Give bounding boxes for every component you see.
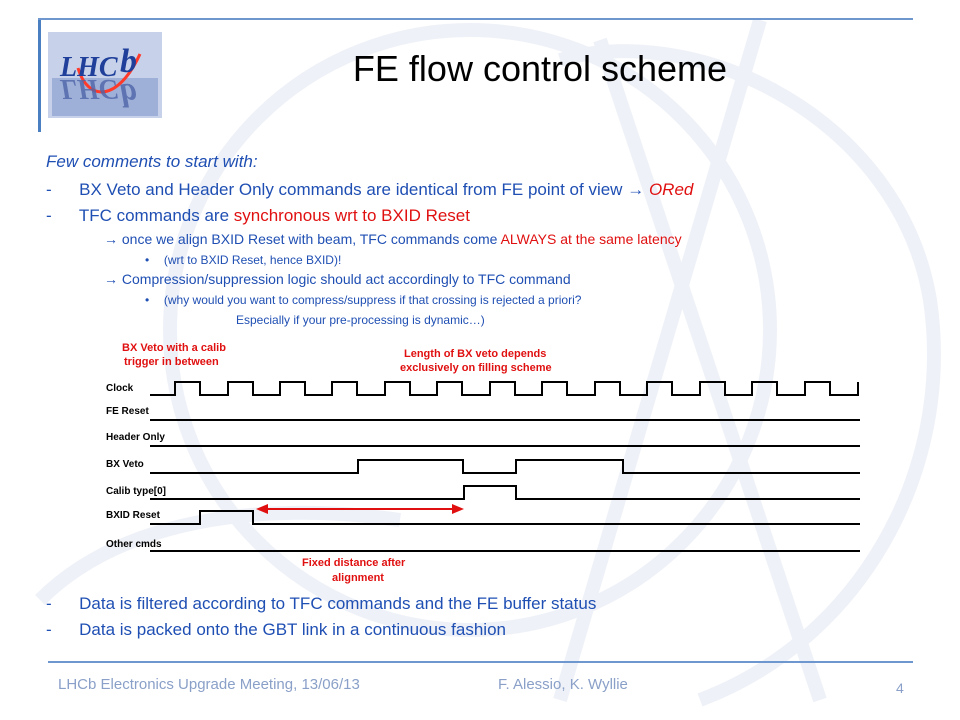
lhcb-logo: LHC b LHC b — [48, 32, 162, 118]
bx-veto-waveform — [150, 459, 860, 474]
signal-label-clock: Clock — [106, 383, 134, 394]
svg-text:LHC: LHC — [59, 52, 118, 83]
sub-bullet-2-note: • (why would you want to compress/suppre… — [145, 293, 581, 307]
svg-text:LHC: LHC — [59, 73, 118, 104]
sub-bullet-2-text: Compression/suppression logic should act… — [121, 271, 571, 287]
annotation-bxveto-calib-1: BX Veto with a calib — [122, 342, 226, 354]
annotation-length-1: Length of BX veto depends — [404, 348, 546, 360]
sub-bullet-1-note-text: (wrt to BXID Reset, hence BXID)! — [163, 253, 342, 267]
intro-text: Few comments to start with: — [46, 152, 258, 171]
bullet-1-text: BX Veto and Header Only commands are ide… — [79, 180, 623, 199]
bullet-3: - Data is filtered according to TFC comm… — [46, 594, 596, 614]
sub-bullet-1-text: once we align BXID Reset with beam, TFC … — [121, 231, 501, 247]
bullet-dash: - — [46, 620, 52, 639]
page-number: 4 — [896, 680, 904, 696]
sub-bullet-1-note: • (wrt to BXID Reset, hence BXID)! — [145, 253, 341, 267]
bullet-3-text: Data is filtered according to TFC comman… — [79, 594, 597, 613]
signal-label-calib-type: Calib type[0] — [106, 486, 166, 497]
bullet-2: - TFC commands are synchronous wrt to BX… — [46, 206, 470, 226]
svg-text:b: b — [120, 76, 137, 113]
annotation-length-2: exclusively on filling scheme — [400, 362, 552, 374]
signal-label-header-only: Header Only — [106, 432, 165, 443]
left-accent-bar — [38, 20, 41, 132]
calib-type-waveform — [150, 485, 860, 500]
sub-bullet-2-note-text: (why would you want to compress/suppress… — [163, 293, 582, 307]
signal-label-bx-veto: BX Veto — [106, 459, 144, 470]
bullet-1: - BX Veto and Header Only commands are i… — [46, 180, 693, 200]
arrow-icon: → — [104, 231, 118, 247]
bullet-dash: - — [46, 594, 52, 613]
arrow-icon: → — [627, 180, 645, 199]
bottom-rule — [48, 661, 913, 663]
bullet-dash: - — [46, 180, 52, 199]
bullet-2-highlight: synchronous wrt to BXID Reset — [233, 206, 470, 225]
annotation-fixed-distance-1: Fixed distance after — [302, 557, 406, 569]
clock-waveform — [150, 381, 859, 396]
timing-diagram: BX Veto with a calib trigger in between … — [106, 342, 860, 584]
sub-bullet-2-note-line2: Especially if your pre-processing is dyn… — [236, 313, 485, 327]
signal-label-bxid-reset: BXID Reset — [106, 510, 161, 521]
bxid-reset-waveform — [150, 510, 860, 525]
signal-label-fe-reset: FE Reset — [106, 406, 149, 417]
footer-authors: F. Alessio, K. Wyllie — [498, 676, 628, 693]
signal-label-other-cmds: Other cmds — [106, 539, 162, 550]
arrow-head-left-icon — [256, 504, 268, 514]
sub-bullet-2: → Compression/suppression logic should a… — [104, 271, 571, 287]
bullet-dot-icon: • — [145, 293, 150, 307]
bullet-1-ored: ORed — [648, 180, 694, 199]
arrow-icon: → — [104, 271, 118, 287]
bullet-dot-icon: • — [145, 253, 150, 267]
annotation-bxveto-calib-2: trigger in between — [124, 356, 219, 368]
bullet-2-text: TFC commands are — [78, 206, 234, 225]
arrow-head-right-icon — [452, 504, 464, 514]
sub-bullet-1: → once we align BXID Reset with beam, TF… — [104, 231, 682, 247]
bullet-4: - Data is packed onto the GBT link in a … — [46, 620, 506, 640]
top-rule — [38, 18, 913, 20]
svg-text:b: b — [120, 43, 137, 80]
footer-meeting: LHCb Electronics Upgrade Meeting, 13/06/… — [58, 676, 360, 693]
sub-bullet-1-highlight: ALWAYS at the same latency — [500, 231, 682, 247]
bullet-dash: - — [46, 206, 52, 225]
slide-title: FE flow control scheme — [352, 48, 728, 89]
bullet-4-text: Data is packed onto the GBT link in a co… — [79, 620, 506, 639]
annotation-fixed-distance-2: alignment — [332, 572, 384, 584]
